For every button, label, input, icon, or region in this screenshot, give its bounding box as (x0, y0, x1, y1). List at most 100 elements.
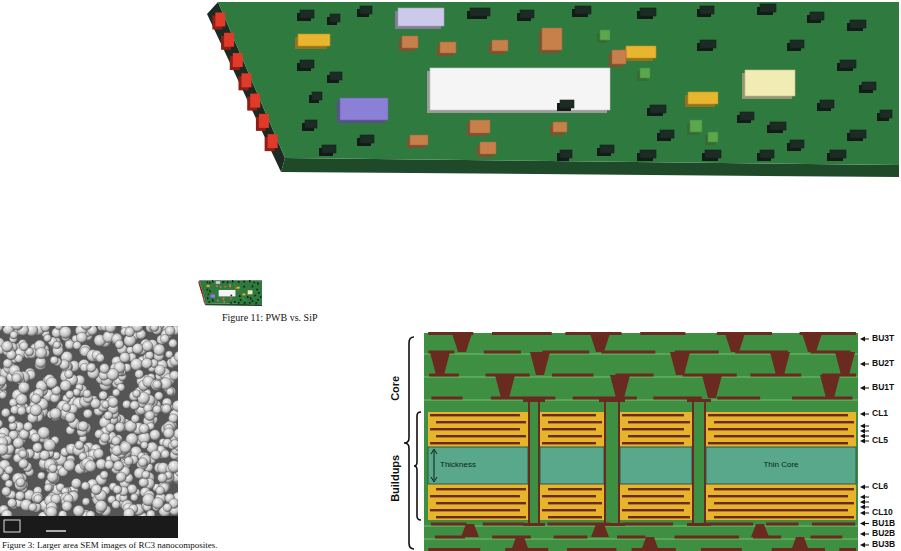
inner-layer (548, 435, 602, 437)
nanoparticle (18, 382, 30, 394)
nanoparticle (40, 450, 50, 460)
nanoparticle (87, 363, 96, 372)
board-top (218, 2, 899, 165)
copper-laminate (428, 412, 528, 520)
copper-trace (810, 536, 842, 539)
connector-pin (233, 53, 243, 67)
nanoparticle (163, 428, 174, 439)
circuit-board (207, 2, 899, 177)
microvia (702, 375, 722, 398)
nanoparticle (105, 460, 114, 469)
inner-layer (628, 502, 690, 504)
inner-layer (430, 442, 520, 444)
nanoparticle (96, 354, 105, 363)
component (305, 120, 317, 128)
nanoparticle (83, 409, 92, 418)
inner-layer (548, 516, 602, 518)
arrow-head (860, 434, 865, 439)
nanoparticle (46, 507, 58, 516)
microvia (791, 537, 809, 551)
nanoparticle (7, 499, 16, 508)
inner-layer (542, 442, 596, 444)
component (690, 120, 702, 132)
inner-layer (714, 435, 854, 437)
copper-trace (435, 536, 465, 539)
inner-layer (542, 509, 596, 511)
nanoparticle (82, 498, 90, 506)
inner-layer (622, 442, 684, 444)
scale-bar (46, 530, 66, 532)
component (480, 142, 496, 154)
layer-boundary (424, 526, 858, 527)
nanoparticle (99, 391, 108, 400)
copper-trace (567, 548, 616, 551)
inner-layer (622, 495, 684, 497)
copper-laminate (620, 412, 692, 520)
nanoparticle (34, 495, 43, 504)
inner-layer (430, 509, 520, 511)
connector-pin (268, 134, 278, 148)
nanoparticle (104, 411, 113, 420)
component (708, 132, 718, 142)
component (430, 68, 610, 110)
connector-pin (215, 12, 225, 26)
component (770, 122, 786, 130)
inner-layer (548, 421, 602, 423)
nanoparticle (12, 371, 24, 383)
layer-label: BU3B (872, 540, 895, 550)
component (740, 112, 754, 120)
nanoparticle (135, 370, 144, 379)
nanoparticle (2, 487, 11, 496)
nanoparticle (14, 479, 26, 491)
component (560, 100, 574, 108)
region-label: Buildups (390, 454, 403, 501)
nanoparticle (130, 358, 142, 370)
layer-boundary (424, 539, 858, 540)
hole-pad (523, 399, 545, 402)
component (820, 100, 834, 108)
nanoparticle (28, 503, 36, 511)
nanoparticle (151, 450, 161, 460)
dimension-arrow (431, 449, 437, 482)
nanoparticle (49, 464, 58, 473)
component (340, 98, 388, 120)
arrow-head (860, 412, 865, 417)
inner-layer (436, 516, 526, 518)
hole-pad (687, 399, 711, 402)
component (330, 72, 342, 80)
component (700, 6, 714, 14)
nanoparticle (151, 326, 159, 331)
nanoparticle (81, 482, 89, 490)
inner-layer (430, 495, 520, 497)
nanoparticle (167, 387, 176, 396)
nanoparticle (12, 373, 22, 383)
component (862, 82, 876, 90)
nanoparticle (94, 449, 104, 459)
microvia (670, 352, 690, 375)
nanoparticle (116, 472, 126, 482)
inner-layer (708, 442, 848, 444)
inner-layer (548, 502, 602, 504)
component (360, 135, 374, 143)
nanoparticle (0, 467, 4, 476)
nanoparticle (1, 408, 10, 417)
component (322, 145, 336, 153)
inner-layer (708, 414, 848, 416)
nanoparticle (64, 460, 76, 472)
nanoparticle (65, 370, 74, 379)
nanoparticle (41, 326, 50, 332)
nanoparticle (130, 494, 138, 502)
nanoparticle (33, 443, 43, 453)
copper-trace (601, 351, 655, 354)
nanoparticle (127, 484, 137, 494)
layer-label: BU2T (872, 359, 894, 369)
microvia (495, 375, 515, 398)
layer-label: BU3T (872, 334, 894, 344)
component (745, 70, 795, 96)
inner-layer (628, 488, 690, 490)
nanoparticle (18, 459, 28, 469)
microvia (725, 333, 745, 352)
connector-pin (259, 114, 269, 128)
plated-hole-wall (604, 400, 606, 526)
inner-layer (436, 435, 526, 437)
